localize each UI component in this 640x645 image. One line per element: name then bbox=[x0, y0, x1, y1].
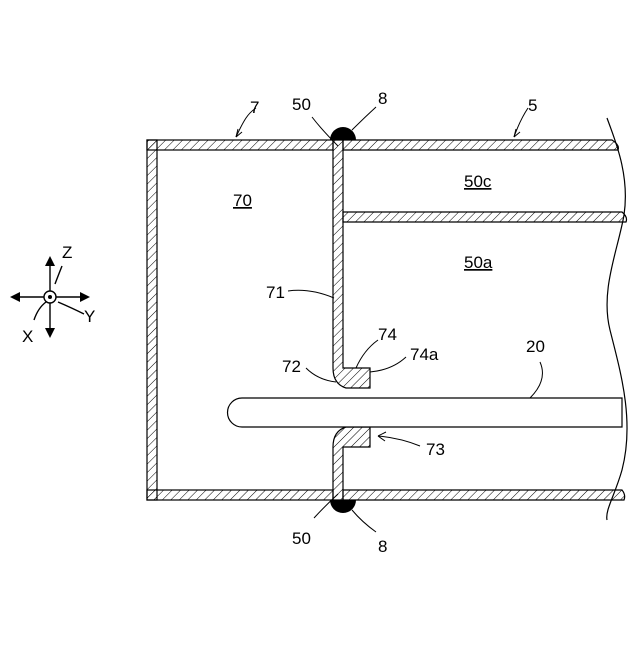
weld-8-bottom bbox=[330, 500, 356, 513]
pipe-bottom-wall bbox=[343, 490, 625, 500]
label-72: 72 bbox=[282, 357, 301, 376]
leader-74a bbox=[370, 357, 406, 372]
leader-lines bbox=[236, 107, 542, 532]
label-50c: 50c bbox=[464, 172, 492, 191]
label-8-bottom: 8 bbox=[378, 537, 387, 556]
label-50a: 50a bbox=[464, 253, 493, 272]
y-arrow-icon bbox=[80, 292, 90, 302]
partition-wall-71 bbox=[333, 140, 370, 500]
label-71: 71 bbox=[266, 283, 285, 302]
partition-upper bbox=[333, 140, 370, 388]
y-left-arrow-icon bbox=[10, 292, 20, 302]
x-axis-dot-icon bbox=[48, 295, 52, 299]
z-down-arrow-icon bbox=[45, 328, 55, 338]
label-20: 20 bbox=[526, 337, 545, 356]
leader-20 bbox=[530, 362, 542, 398]
label-73: 73 bbox=[426, 440, 445, 459]
tube-20 bbox=[228, 398, 623, 427]
axis-label-x: X bbox=[22, 327, 33, 346]
label-74a: 74a bbox=[410, 345, 439, 364]
label-7: 7 bbox=[250, 98, 259, 117]
break-line bbox=[607, 118, 627, 520]
axis-label-y: Y bbox=[84, 307, 95, 326]
label-5: 5 bbox=[528, 96, 537, 115]
axis-label-z: Z bbox=[62, 243, 72, 262]
housing-bottom-wall bbox=[147, 490, 333, 500]
label-8-top: 8 bbox=[378, 89, 387, 108]
coordinate-axes bbox=[10, 256, 90, 338]
label-50-top: 50 bbox=[292, 95, 311, 114]
z-arrow-icon bbox=[45, 256, 55, 266]
x-leader bbox=[34, 302, 46, 320]
y-leader bbox=[58, 302, 84, 314]
label-50-bottom: 50 bbox=[292, 529, 311, 548]
leader-8-top bbox=[352, 107, 376, 130]
weld-8-top bbox=[330, 127, 356, 140]
pipe-top-wall bbox=[343, 140, 618, 150]
z-leader bbox=[55, 266, 62, 284]
leader-8-bottom bbox=[352, 510, 376, 532]
label-70: 70 bbox=[233, 191, 252, 210]
label-74: 74 bbox=[378, 325, 397, 344]
housing-left-wall bbox=[147, 140, 157, 500]
housing-top-wall bbox=[147, 140, 333, 150]
pipe-divider-wall bbox=[343, 212, 627, 222]
partition-lower bbox=[333, 427, 370, 500]
leader-74 bbox=[356, 340, 378, 368]
leader-71 bbox=[288, 290, 334, 298]
leader-72 bbox=[306, 368, 336, 382]
leader-5 bbox=[514, 108, 528, 137]
